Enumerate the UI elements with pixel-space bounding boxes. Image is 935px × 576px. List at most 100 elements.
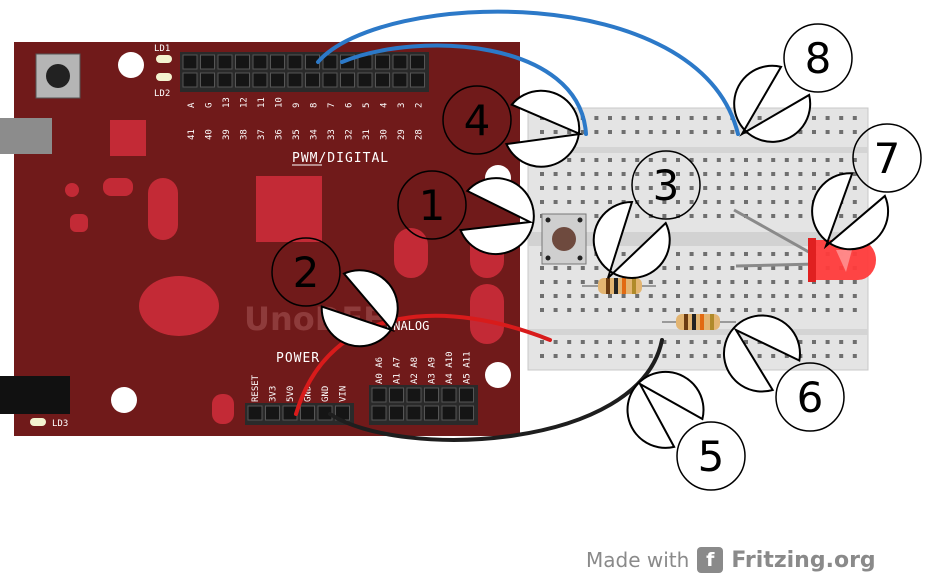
power-pin-label: 3V3: [269, 386, 279, 402]
breadboard-hole: [757, 280, 762, 284]
breadboard-hole: [825, 158, 830, 162]
digital-pin-label: 7: [327, 103, 337, 108]
breadboard-hole: [594, 214, 599, 218]
breadboard-hole: [635, 308, 640, 312]
breadboard-hole: [648, 354, 653, 358]
breadboard-hole: [594, 130, 599, 134]
breadboard-hole: [594, 280, 599, 284]
breadboard-hole: [540, 266, 544, 270]
pushbutton-leg: [577, 255, 583, 261]
breadboard-hole: [839, 340, 844, 344]
breadboard-hole: [608, 340, 612, 344]
digital-pin-label: 3: [397, 103, 407, 108]
breadboard-hole: [852, 200, 857, 204]
breadboard-hole: [621, 172, 626, 176]
mount-hole: [485, 362, 511, 388]
wire-blue-to-led: [316, 9, 740, 136]
breadboard-hole: [730, 186, 735, 190]
breadboard-hole: [852, 116, 857, 120]
breadboard-hole: [852, 354, 857, 358]
callout: 1: [397, 170, 535, 256]
breadboard-hole: [689, 186, 694, 190]
breadboard-hole: [716, 294, 721, 298]
breadboard-hole: [839, 354, 844, 358]
breadboard-hole: [703, 158, 708, 162]
callout: 3: [592, 150, 701, 279]
led-lead: [733, 208, 817, 258]
fritzing-logo-icon: f: [697, 547, 724, 573]
digital-pin-label-secondary: 28: [415, 129, 425, 140]
breadboard-hole: [771, 294, 776, 298]
breadboard-hole: [757, 172, 762, 176]
analog-header: [369, 385, 478, 425]
breadboard-hole: [648, 158, 653, 162]
callout: 2: [271, 237, 399, 348]
led-highlight: [836, 250, 852, 272]
breadboard-hole: [798, 308, 803, 312]
breadboard-hole: [648, 294, 653, 298]
breadboard-hole: [771, 280, 776, 284]
breadboard-hole: [852, 158, 857, 162]
breadboard-hole: [716, 340, 721, 344]
header-pin: [287, 72, 303, 88]
digital-pin-label-secondary: 38: [240, 129, 250, 140]
digital-pin-label: 6: [345, 103, 355, 108]
breadboard-hole: [621, 116, 626, 120]
breadboard-hole: [771, 158, 776, 162]
breadboard-hole: [676, 266, 680, 270]
digital-pin-label: G: [205, 103, 215, 108]
pushbutton-leg: [545, 255, 551, 261]
breadboard-hole: [621, 308, 626, 312]
breadboard-hole: [689, 294, 694, 298]
analog-pin-label: A1 A7: [393, 357, 403, 384]
arduino-board: LD1 LD2 LD3 UnoDEF PWM/DIGITAL POWER ANA…: [0, 42, 520, 436]
header-pin: [392, 54, 408, 70]
breadboard-hole: [730, 214, 735, 218]
header-pin: [182, 54, 198, 70]
breadboard-hole: [540, 280, 544, 284]
breadboard-hole: [812, 294, 816, 298]
breadboard-hole: [662, 200, 667, 204]
breadboard-hole: [689, 116, 694, 120]
breadboard-hole: [689, 280, 694, 284]
breadboard-hole: [676, 130, 680, 134]
breadboard-hole: [784, 186, 789, 190]
breadboard-hole: [730, 200, 735, 204]
callout-number: 3: [653, 161, 680, 210]
pushbutton-cap: [552, 227, 576, 251]
digital-pin-label-secondary: 41: [187, 129, 197, 140]
breadboard-hole: [553, 172, 558, 176]
breadboard-hole: [703, 200, 708, 204]
breadboard-hole: [608, 200, 612, 204]
breadboard-hole: [676, 214, 680, 218]
breadboard-hole: [744, 200, 748, 204]
breadboard-hole: [676, 354, 680, 358]
header-pin: [389, 405, 404, 421]
resistor-band: [692, 314, 696, 330]
pushbutton-leg: [577, 217, 583, 223]
wire-blue-to-button: [340, 43, 588, 136]
breadboard-hole: [812, 172, 816, 176]
breadboard-hole: [540, 340, 544, 344]
header-pin: [270, 72, 285, 88]
header-pin: [265, 405, 280, 421]
breadboard-hole: [676, 158, 680, 162]
breadboard-hole: [567, 186, 572, 190]
analog-pin-label: A4 A10: [445, 351, 455, 384]
pad-small: [103, 178, 133, 196]
breadboard-hole: [648, 340, 653, 344]
breadboard-hole: [676, 186, 680, 190]
breadboard-hole: [852, 186, 857, 190]
fritzing-link[interactable]: Fritzing.org: [731, 547, 876, 573]
breadboard-hole: [716, 130, 721, 134]
breadboard-hole: [608, 158, 612, 162]
breadboard-hole: [839, 116, 844, 120]
header-pin: [287, 54, 303, 70]
made-with-text: Made with: [586, 548, 690, 572]
header-pin: [371, 387, 387, 403]
breadboard-hole: [798, 294, 803, 298]
header-pin: [200, 54, 215, 70]
header-pin: [357, 72, 373, 88]
header-pin: [217, 72, 233, 88]
